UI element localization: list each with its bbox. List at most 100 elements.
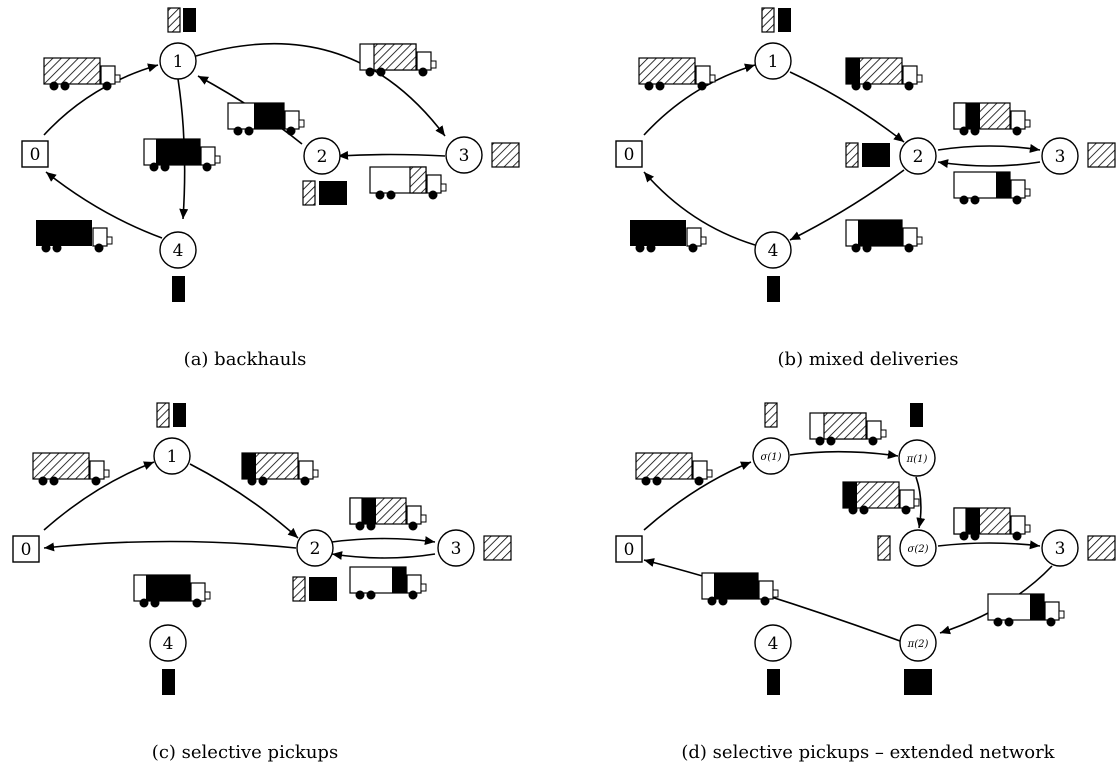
arc-s2-3 <box>937 540 1041 550</box>
node-4: 4 <box>159 231 197 269</box>
depot-0: 0 <box>12 535 40 563</box>
truck-icon <box>845 57 923 91</box>
truck-icon <box>349 566 427 600</box>
arc-4-0 <box>643 171 756 246</box>
node-label: 1 <box>173 52 184 72</box>
load-marker-node-1 <box>156 402 186 428</box>
truck-icon <box>349 497 427 531</box>
truck-icon <box>143 138 221 172</box>
depot-label: 0 <box>30 145 41 165</box>
arc-0-1 <box>43 461 155 531</box>
truck-icon <box>635 452 713 486</box>
load-marker-pi-2 <box>904 669 932 695</box>
load-marker-node-2 <box>292 576 337 602</box>
depot-0: 0 <box>21 140 49 168</box>
arc-0-s1 <box>643 461 752 531</box>
truck-icon <box>36 220 113 253</box>
panel-caption: (d) selective pickups – extended network <box>681 742 1055 763</box>
load-marker-node-3 <box>491 142 520 168</box>
node-sigma-1: σ(1) <box>752 437 790 475</box>
node-label: 1 <box>768 52 779 72</box>
load-marker-node-1 <box>167 7 196 33</box>
node-1: 1 <box>159 42 197 80</box>
node-label: 4 <box>768 241 779 261</box>
node-3: 3 <box>1041 137 1079 175</box>
load-marker-node-4 <box>162 669 175 695</box>
panel-c: 0 1 2 3 4 <box>12 402 512 763</box>
depot-label: 0 <box>624 145 635 165</box>
load-marker-pi-1 <box>910 403 923 427</box>
panel-a: 0 1 2 3 4 <box>21 7 520 370</box>
panel-c-arcs <box>43 461 436 560</box>
node-sigma-2: σ(2) <box>899 529 937 567</box>
node-2: 2 <box>899 137 937 175</box>
depot-label: 0 <box>624 540 635 560</box>
truck-icon <box>227 102 305 136</box>
node-3: 3 <box>437 529 475 567</box>
truck-icon <box>845 219 923 253</box>
arc-1-3 <box>195 42 446 137</box>
truck-icon <box>133 574 211 608</box>
truck-icon <box>630 220 707 253</box>
arc-2-3 <box>331 536 436 546</box>
arc-3-2 <box>937 159 1041 168</box>
load-marker-node-2 <box>302 180 347 206</box>
truck-icon <box>369 166 447 200</box>
load-marker-node-4 <box>172 276 185 302</box>
node-2: 2 <box>303 137 341 175</box>
panel-b: 0 1 2 3 4 <box>615 7 1116 370</box>
truck-icon <box>638 57 716 91</box>
node-3: 3 <box>445 136 483 174</box>
node-label: 2 <box>913 147 924 167</box>
load-marker-node-1 <box>761 7 791 33</box>
load-marker-node-3 <box>1087 142 1116 168</box>
node-4: 4 <box>754 231 792 269</box>
node-4: 4 <box>149 624 187 662</box>
arc-2-3 <box>937 143 1041 153</box>
node-label: 3 <box>451 539 462 559</box>
truck-icon <box>953 171 1031 205</box>
node-pi-1: π(1) <box>898 439 936 477</box>
node-pi-2: π(2) <box>899 624 937 662</box>
node-label: 4 <box>163 634 174 654</box>
arc-2-4 <box>789 169 905 241</box>
node-1: 1 <box>153 437 191 475</box>
truck-icon <box>987 593 1065 627</box>
load-marker-node-2 <box>845 142 890 168</box>
truck-icon <box>359 43 437 77</box>
node-label: π(1) <box>906 454 928 465</box>
depot-label: 0 <box>21 540 32 560</box>
panel-b-arcs <box>643 63 1041 246</box>
arc-s1-p1 <box>789 450 899 460</box>
node-label: σ(1) <box>761 452 782 463</box>
truck-icon <box>953 507 1031 541</box>
arc-0-1 <box>643 63 756 136</box>
load-marker-node-4 <box>767 276 780 302</box>
node-label: 4 <box>768 634 779 654</box>
arc-1-2 <box>189 463 299 539</box>
panel-caption: (b) mixed deliveries <box>778 349 959 370</box>
node-label: 4 <box>173 241 184 261</box>
panel-caption: (c) selective pickups <box>152 742 338 763</box>
depot-0: 0 <box>615 140 643 168</box>
panel-caption: (a) backhauls <box>184 349 307 370</box>
arc-2-0 <box>43 540 297 552</box>
node-label: 3 <box>1055 539 1066 559</box>
truck-icon <box>842 481 920 515</box>
node-label: σ(2) <box>908 544 929 555</box>
truck-icon <box>43 57 121 91</box>
node-4: 4 <box>754 624 792 662</box>
node-3: 3 <box>1041 529 1079 567</box>
node-label: 3 <box>1055 147 1066 167</box>
arc-3-2 <box>337 150 446 160</box>
load-marker-node-3 <box>1087 535 1116 561</box>
node-2: 2 <box>296 529 334 567</box>
node-label: 3 <box>459 146 470 166</box>
arc-4-0 <box>45 171 163 239</box>
arc-1-2 <box>789 71 905 143</box>
truck-icon <box>809 412 887 446</box>
node-label: π(2) <box>907 639 929 650</box>
load-marker-node-4 <box>767 669 780 695</box>
truck-icon <box>953 102 1031 136</box>
